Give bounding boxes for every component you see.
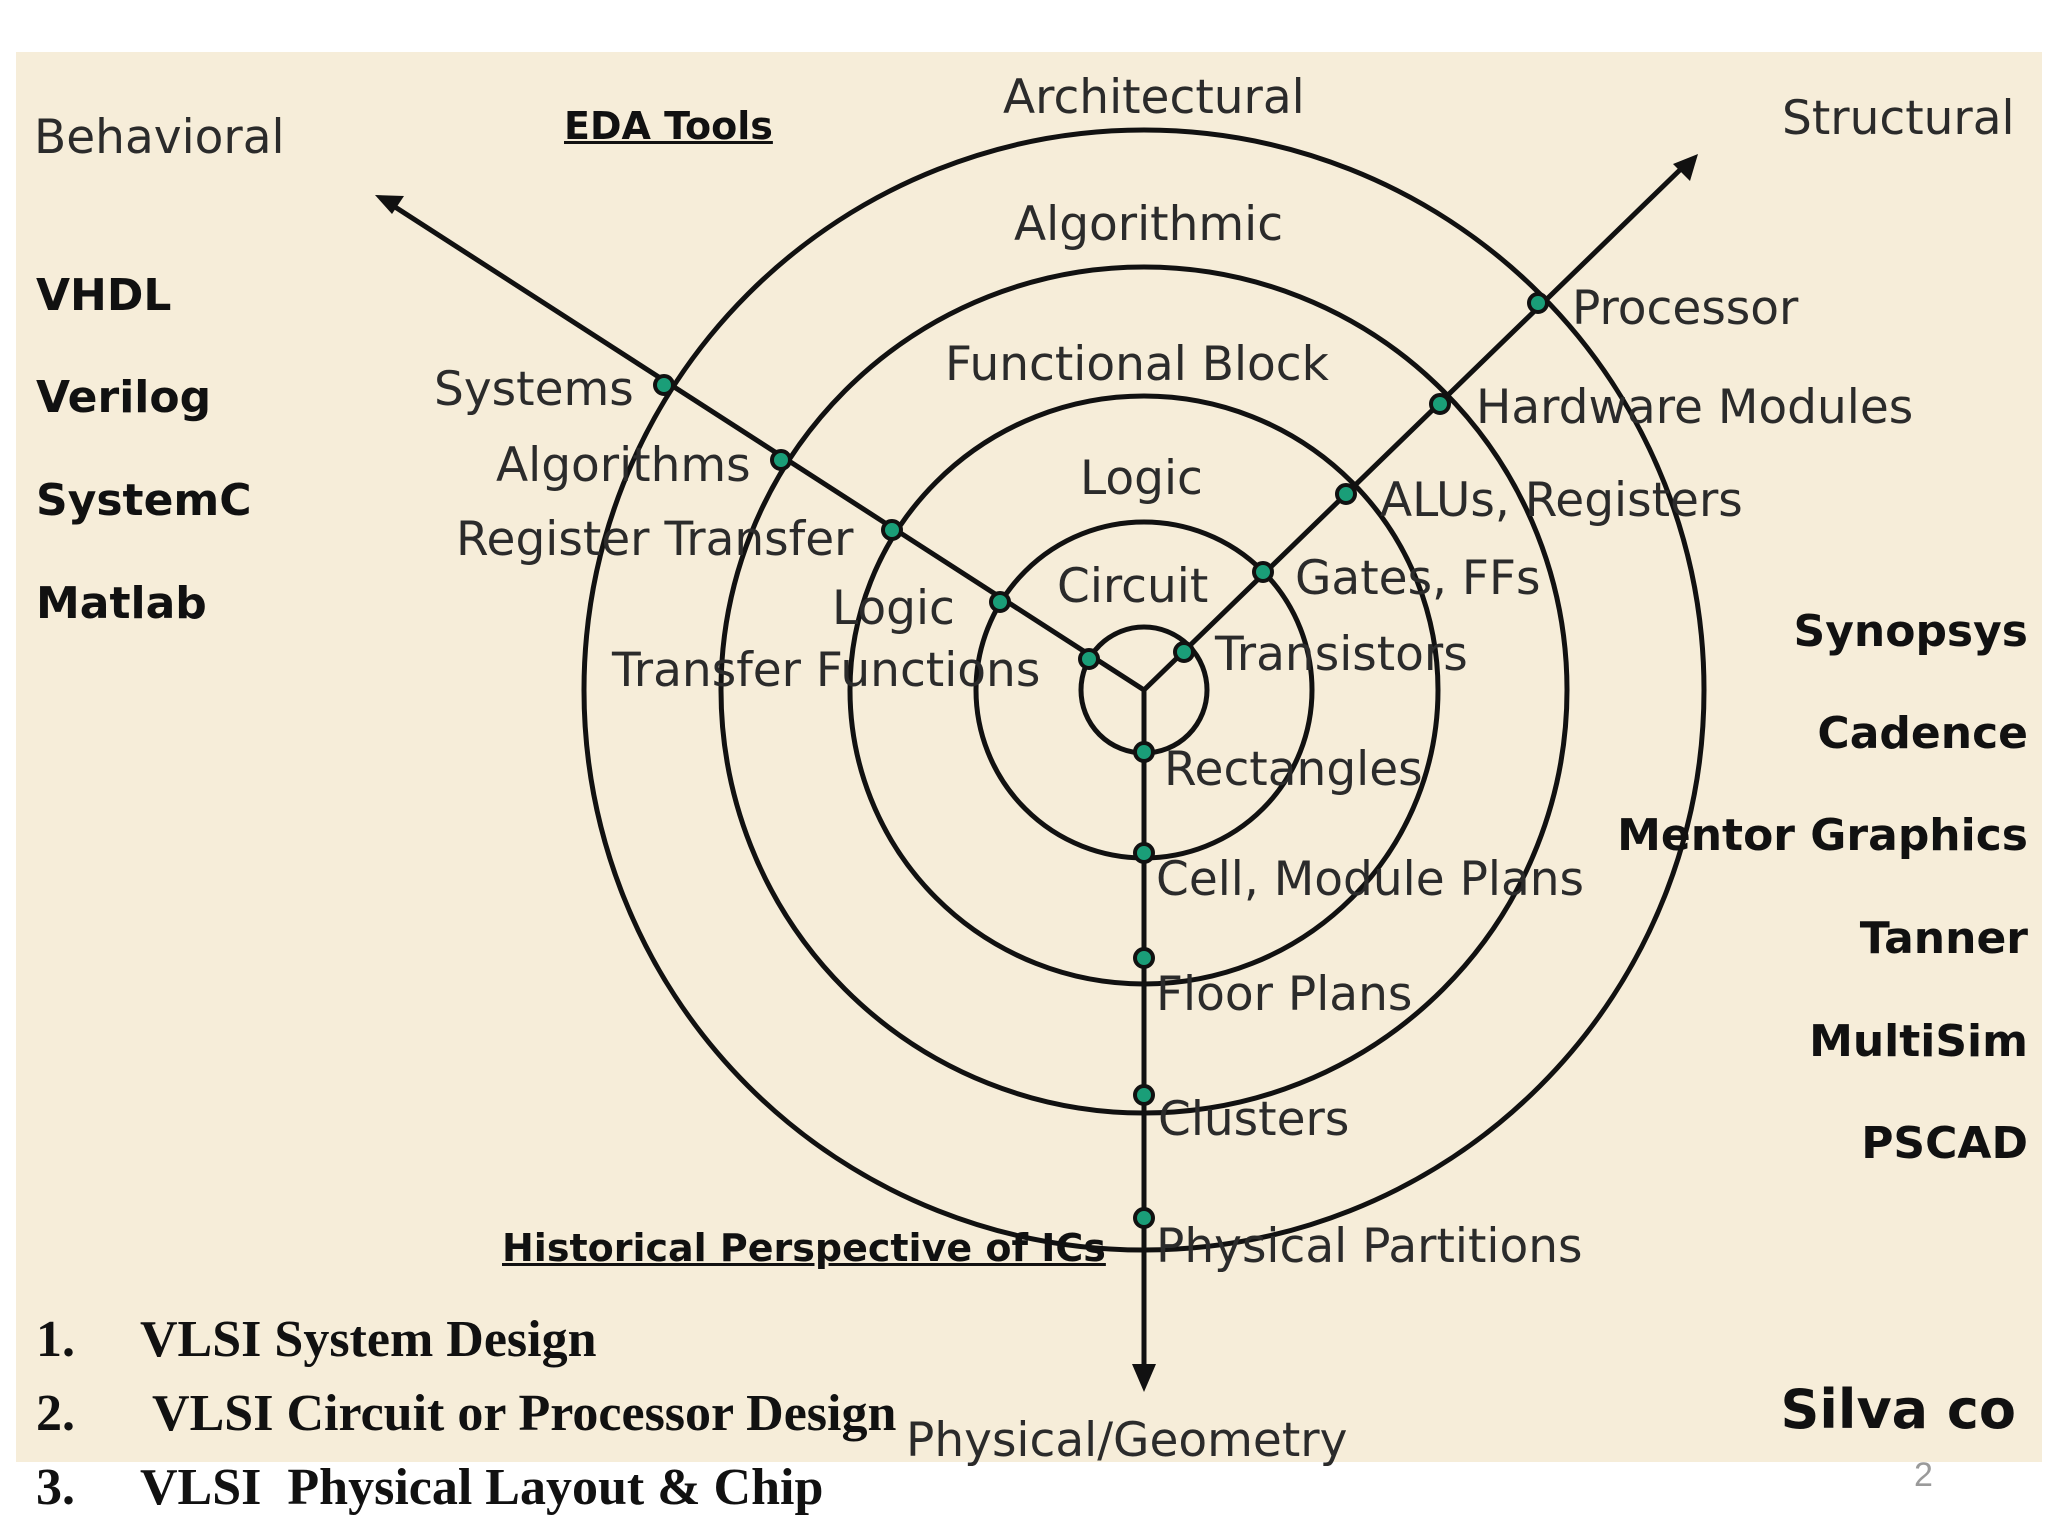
- list-number: 1.: [36, 1311, 75, 1368]
- axis-behavioral: [390, 202, 1146, 693]
- point-label-floor-plans: Floor Plans: [1156, 967, 1412, 1022]
- point-label-transfer-functions: Transfer Functions: [611, 643, 1040, 698]
- point-label-cell-module-plans: Cell, Module Plans: [1156, 852, 1584, 907]
- arrow-behavioral: [375, 195, 404, 214]
- node-floor-plans: [1133, 947, 1155, 969]
- arrow-physical: [1132, 1364, 1156, 1392]
- point-label-hardware-modules: Hardware Modules: [1476, 380, 1913, 435]
- point-label-gates-ffs: Gates, FFs: [1295, 551, 1541, 606]
- node-gates-ffs: [1252, 561, 1274, 583]
- list-text: VLSI System Design: [140, 1311, 597, 1368]
- language-verilog: Verilog: [36, 372, 212, 423]
- ring-label-algorithmic: Algorithmic: [1014, 197, 1283, 252]
- structural-nodes: [1173, 292, 1549, 663]
- point-label-alus-registers: ALUs, Registers: [1380, 473, 1743, 528]
- arrow-structural: [1673, 154, 1698, 181]
- tool-multisim: MultiSim: [1809, 1016, 2028, 1067]
- node-algorithms: [770, 449, 792, 471]
- point-label-rectangles: Rectangles: [1164, 742, 1423, 797]
- node-alus-registers: [1335, 483, 1357, 505]
- point-label-clusters: Clusters: [1158, 1092, 1349, 1147]
- list-text: VLSI Physical Layout & Chip: [140, 1459, 824, 1516]
- list-text: VLSI Circuit or Processor Design: [140, 1385, 897, 1442]
- list-item-3: 3. VLSI Physical Layout & Chip: [36, 1458, 823, 1517]
- label-behavioral: Behavioral: [34, 110, 285, 165]
- ring-label-functional-block: Functional Block: [945, 337, 1330, 392]
- node-hardware-modules: [1429, 393, 1451, 415]
- background-panel: [16, 52, 2042, 1462]
- node-rectangles: [1133, 741, 1155, 763]
- tool-mentor-graphics: Mentor Graphics: [1617, 810, 2028, 861]
- point-label-logic: Logic: [832, 581, 955, 636]
- node-clusters: [1133, 1084, 1155, 1106]
- list-item-1: 1. VLSI System Design: [36, 1310, 597, 1369]
- point-label-processor: Processor: [1572, 281, 1799, 336]
- node-register-transfer: [881, 519, 903, 541]
- page-number: 2: [1914, 1456, 1933, 1494]
- node-processor: [1527, 292, 1549, 314]
- historical-heading: Historical Perspective of ICs: [502, 1226, 1106, 1270]
- ring-label-logic: Logic: [1080, 451, 1203, 506]
- list-number: 3.: [36, 1459, 75, 1516]
- physical-nodes: [1133, 741, 1155, 1229]
- eda-tools-heading: EDA Tools: [564, 104, 773, 148]
- label-architectural: Architectural: [1003, 70, 1305, 125]
- point-label-transistors: Transistors: [1214, 627, 1468, 682]
- node-cell-module-plans: [1133, 842, 1155, 864]
- behavioral-nodes: [653, 374, 1100, 670]
- tool-pscad: PSCAD: [1861, 1118, 2028, 1169]
- tool-cadence: Cadence: [1817, 708, 2028, 759]
- language-matlab: Matlab: [36, 578, 207, 629]
- label-structural: Structural: [1782, 91, 2015, 146]
- language-systemc: SystemC: [36, 475, 252, 526]
- node-systems: [653, 374, 675, 396]
- tool-synopsys: Synopsys: [1793, 606, 2028, 657]
- node-transistors: [1173, 641, 1195, 663]
- label-physical: Physical/Geometry: [906, 1413, 1347, 1468]
- list-number: 2.: [36, 1385, 75, 1442]
- point-label-physical-partitions: Physical Partitions: [1156, 1219, 1583, 1274]
- ring-label-circuit: Circuit: [1057, 559, 1208, 614]
- point-label-algorithms: Algorithms: [496, 438, 751, 493]
- point-label-systems: Systems: [434, 362, 634, 417]
- point-label-register-transfer: Register Transfer: [456, 512, 854, 567]
- tool-tanner: Tanner: [1859, 913, 2028, 964]
- tool-silva-co: Silva co: [1780, 1378, 2016, 1441]
- node-physical-partitions: [1133, 1207, 1155, 1229]
- language-vhdl: VHDL: [36, 270, 172, 321]
- node-logic: [989, 591, 1011, 613]
- axis-structural: [1142, 163, 1687, 692]
- node-transfer-functions: [1078, 648, 1100, 670]
- list-item-2: 2. VLSI Circuit or Processor Design: [36, 1384, 896, 1443]
